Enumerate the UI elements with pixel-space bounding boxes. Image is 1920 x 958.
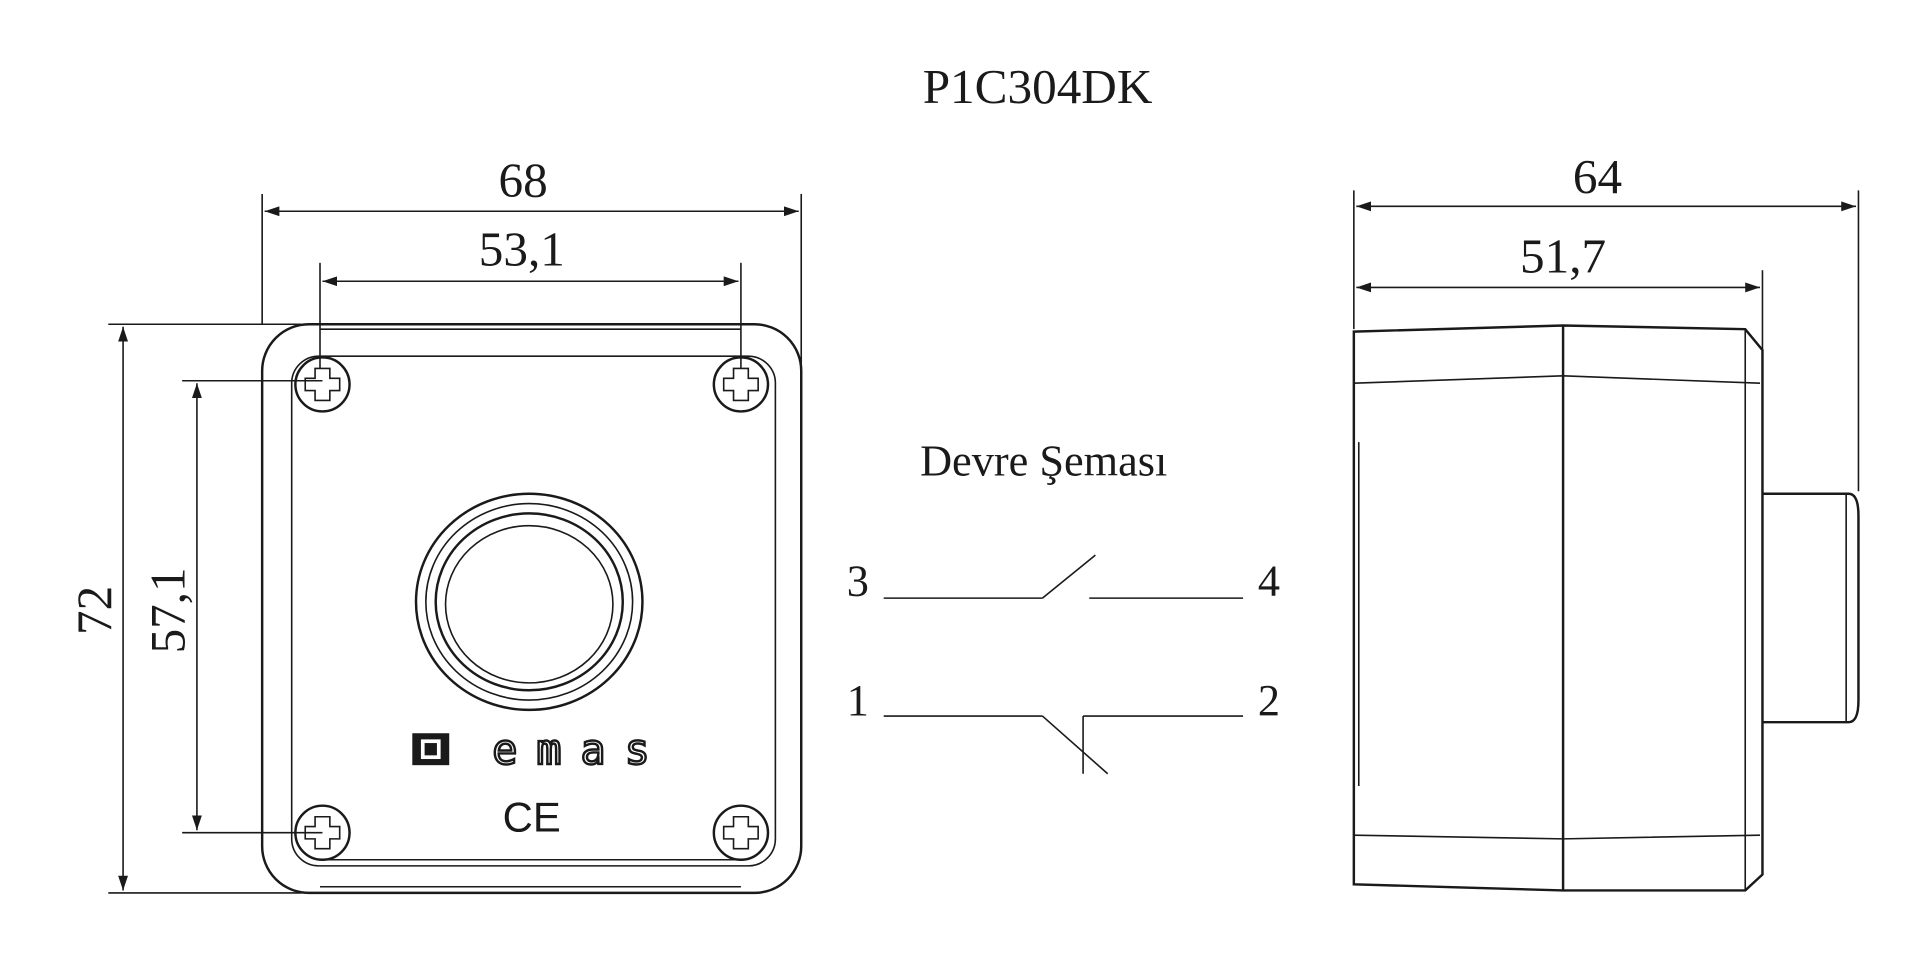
screw-icon xyxy=(712,804,770,861)
lid-outline xyxy=(290,355,777,867)
terminal-3: 3 xyxy=(847,557,869,606)
front-view: emas CE 68 53,1 72 57,1 xyxy=(67,153,803,895)
drawing-title: P1C304DK xyxy=(923,59,1153,114)
schematic-title: Devre Şeması xyxy=(920,436,1167,485)
dim-height-72: 72 xyxy=(67,586,122,635)
terminal-2: 2 xyxy=(1258,676,1280,725)
circuit-schematic: Devre Şeması 3 4 1 2 xyxy=(847,436,1280,775)
dim-depth-51-7: 51,7 xyxy=(1520,229,1606,284)
button-protrusion xyxy=(1762,492,1860,724)
terminal-4: 4 xyxy=(1258,557,1280,606)
dim-width-68: 68 xyxy=(498,153,547,208)
symbol-box-icon xyxy=(412,733,450,766)
brand-logo: emas xyxy=(492,725,650,774)
dim-width-53-1: 53,1 xyxy=(479,221,565,276)
screw-icon xyxy=(294,356,351,413)
dim-height-57-1: 57,1 xyxy=(141,567,196,653)
dim-depth-64: 64 xyxy=(1573,149,1622,204)
push-button xyxy=(414,492,644,712)
side-view: 64 51,7 xyxy=(1352,149,1860,892)
terminal-1: 1 xyxy=(847,676,869,725)
ce-mark: CE xyxy=(503,794,561,841)
enclosure-outline xyxy=(260,323,803,895)
